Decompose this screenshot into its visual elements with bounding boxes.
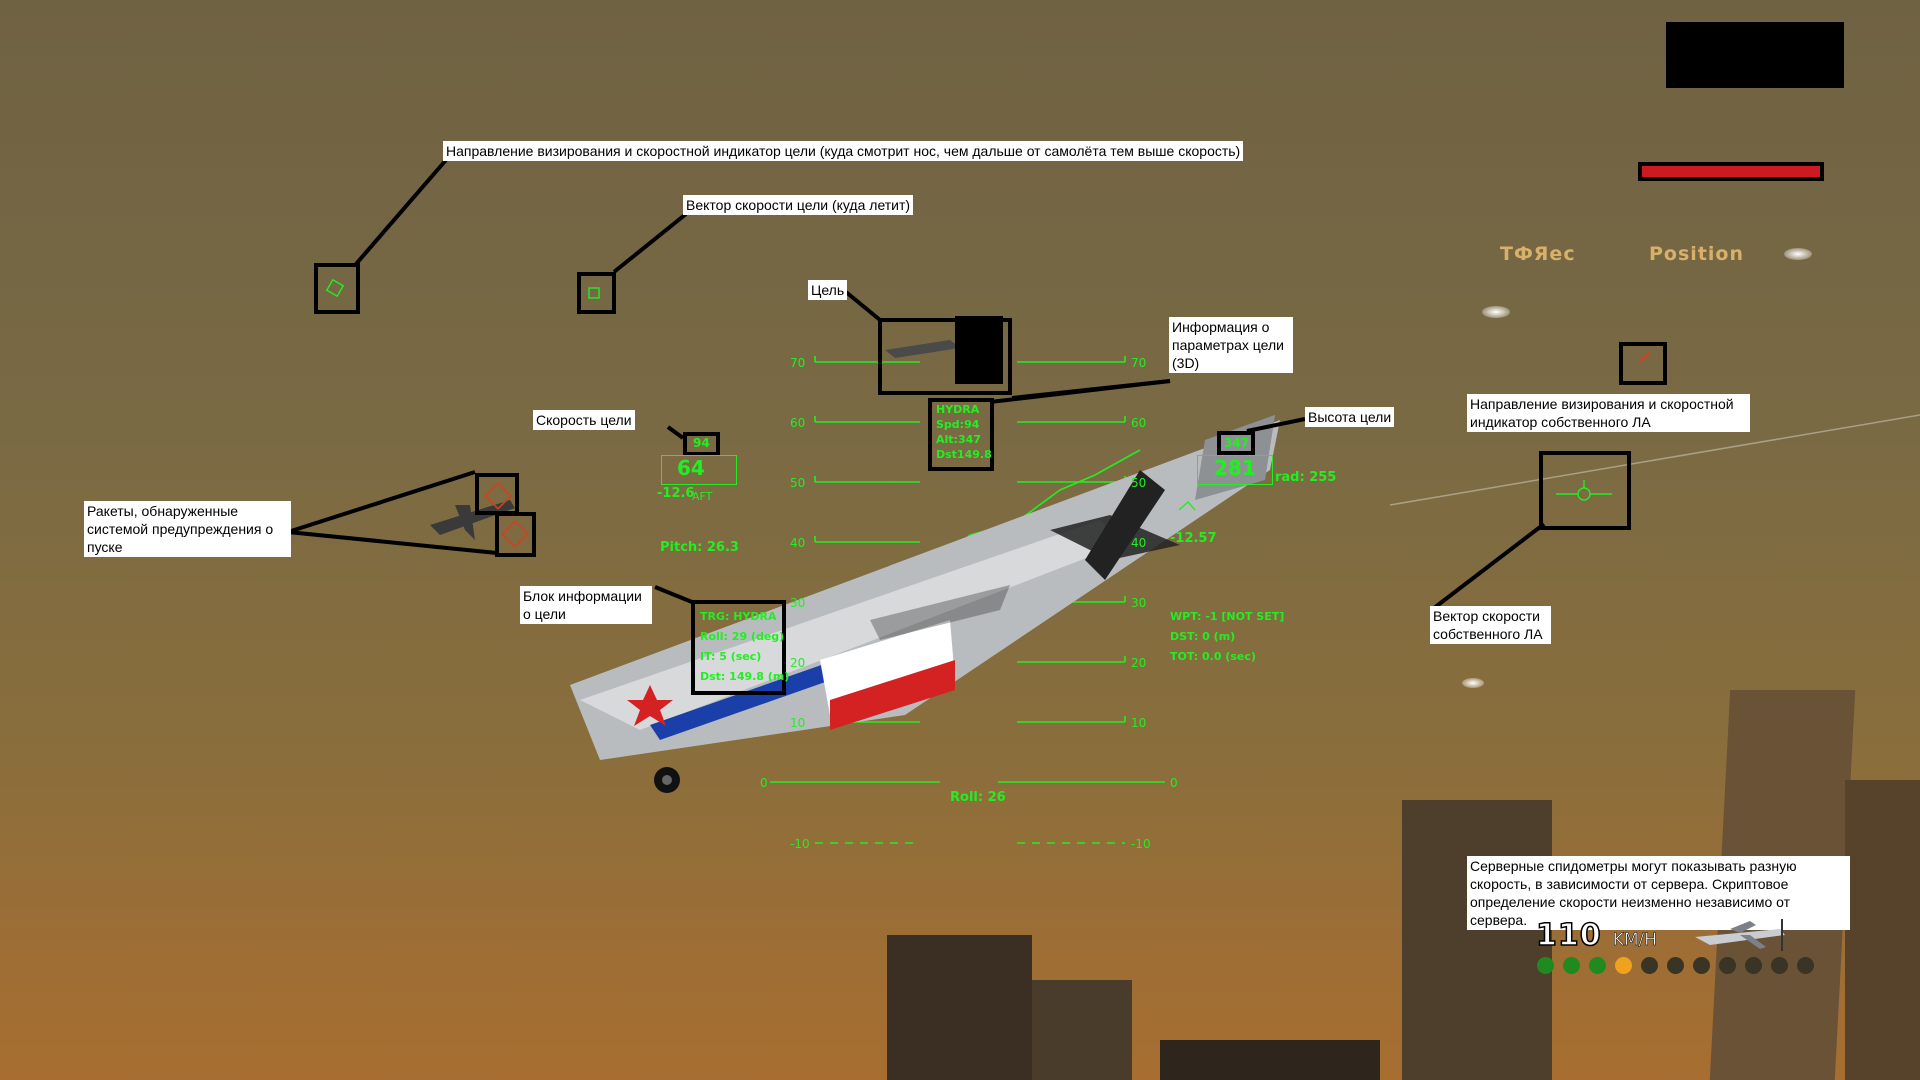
- target-3d-altitude: Alt:347: [936, 433, 981, 446]
- ladder-label-left: 50: [790, 476, 806, 490]
- target-speed-value: 94: [693, 436, 710, 450]
- waypoint-time: TOT: 0.0 (sec): [1170, 650, 1256, 663]
- light-flare: [1462, 678, 1484, 688]
- aft-label: AFT: [692, 490, 713, 503]
- roll-readout: Roll: 26: [950, 790, 1006, 805]
- missile-aircraft: [430, 500, 515, 540]
- ladder-label-left: 20: [790, 656, 806, 670]
- target-info-block: TRG: HYDRA Roll: 29 (deg) IT: 5 (sec) Ds…: [700, 607, 789, 687]
- note-target-params: Информация о параметрах цели (3D): [1169, 317, 1293, 373]
- speedometer-unit: KM/H: [1612, 930, 1658, 951]
- ladder-label-left: 30: [790, 596, 806, 610]
- ladder-label-left: 60: [790, 416, 806, 430]
- radar-altitude: rad: 255: [1275, 470, 1337, 485]
- target-info-time: IT: 5 (sec): [700, 650, 762, 663]
- indicator-dot: [1615, 957, 1632, 974]
- ladder-label-right: 70: [1131, 356, 1147, 370]
- target-3d-info: HYDRA Spd:94 Alt:347 Dst149.8: [936, 402, 992, 462]
- player-aircraft: [570, 415, 1280, 793]
- target-info-distance: Dst: 149.8 (m): [700, 670, 790, 683]
- waypoint-id: WPT: -1 [NOT SET]: [1170, 610, 1285, 623]
- own-altitude-value: 281: [1214, 456, 1256, 480]
- indicator-dot: [1797, 957, 1814, 974]
- target-redaction: [955, 316, 1003, 384]
- ladder-label-right: 50: [1131, 476, 1147, 490]
- ladder-label-left: 70: [790, 356, 806, 370]
- note-velocity-vector-target: Вектор скорости цели (куда летит): [683, 195, 914, 215]
- ladder-label-left: -10: [790, 837, 810, 851]
- ladder-label-right: 0: [1170, 776, 1178, 790]
- own-altitude-box: [1197, 455, 1273, 485]
- target-aircraft: [885, 340, 960, 358]
- ladder-label-right: 10: [1131, 716, 1147, 730]
- target-altitude-box: [1217, 431, 1255, 455]
- indicator-dot: [1667, 957, 1684, 974]
- annotation-connectors: [287, 158, 1546, 610]
- pitch-readout: Pitch: 26.3: [660, 540, 739, 555]
- missile-warning-box-2: [495, 512, 536, 557]
- note-own-velocity-vector: Вектор скорости собственного ЛА: [1430, 606, 1551, 644]
- hud-label-left: ТФЯес: [1500, 243, 1576, 265]
- target-3d-info-box: [928, 398, 994, 471]
- indicator-dot: [1563, 957, 1580, 974]
- ladder-label-right: 20: [1131, 656, 1147, 670]
- note-sight-direction-target: Направление визирования и скоростной инд…: [443, 141, 1244, 161]
- waypoint-info: WPT: -1 [NOT SET] DST: 0 (m) TOT: 0.0 (s…: [1170, 607, 1284, 667]
- target-info-block-box: [691, 600, 786, 695]
- sight-direction-target-box: [314, 263, 360, 314]
- ladder-label-right: 60: [1131, 416, 1147, 430]
- gear-indicators: [1537, 957, 1817, 977]
- indicator-dot: [1641, 957, 1658, 974]
- velocity-vector-target-box: [577, 272, 616, 314]
- target-box: [878, 318, 1012, 395]
- note-missiles-detected: Ракеты, обнаруженные системой предупрежд…: [84, 501, 291, 557]
- indicator-dot: [1537, 957, 1554, 974]
- ladder-label-right: -10: [1131, 837, 1151, 851]
- ladder-label-right: 40: [1131, 536, 1147, 550]
- target-3d-speed: Spd:94: [936, 418, 980, 431]
- light-flare: [1482, 306, 1510, 318]
- speedometer-plane-icon: [1695, 919, 1785, 951]
- indicator-dot: [1771, 957, 1788, 974]
- redacted-panel: [1666, 22, 1844, 88]
- ladder-label-left: 40: [790, 536, 806, 550]
- note-speedometer: Серверные спидометры могут показывать ра…: [1467, 856, 1850, 930]
- vertical-speed: -12.57: [1170, 531, 1217, 546]
- speedometer: 110 KM/H: [1535, 917, 1658, 958]
- speedometer-value: 110: [1535, 917, 1602, 954]
- own-speed-box: [661, 455, 737, 485]
- ladder-label-left: 10: [790, 716, 806, 730]
- indicator-dot: [1589, 957, 1606, 974]
- own-speed-sub: -12.6: [657, 486, 695, 501]
- indicator-dot: [1745, 957, 1762, 974]
- target-altitude-value: 347: [1224, 436, 1250, 450]
- note-target-speed: Скорость цели: [533, 410, 635, 430]
- target-info-roll: Roll: 29 (deg): [700, 630, 785, 643]
- hud-label-position: Position: [1649, 243, 1744, 265]
- missile-warning-box-1: [475, 473, 519, 515]
- own-sight-direction-box: [1619, 342, 1667, 385]
- note-own-sight-direction: Направление визирования и скоростной инд…: [1467, 394, 1750, 432]
- indicator-dot: [1693, 957, 1710, 974]
- own-speed-value: 64: [677, 456, 705, 480]
- target-3d-name: HYDRA: [936, 403, 980, 416]
- note-target-info-block: Блок информации о цели: [520, 586, 652, 624]
- light-flare: [1784, 248, 1812, 260]
- target-info-name: TRG: HYDRA: [700, 610, 777, 623]
- own-velocity-vector-box: [1539, 451, 1631, 530]
- waypoint-distance: DST: 0 (m): [1170, 630, 1236, 643]
- note-target: Цель: [808, 280, 848, 300]
- target-speed-box: [683, 432, 720, 456]
- ladder-label-left: 0: [760, 776, 768, 790]
- target-3d-distance: Dst149.8: [936, 448, 992, 461]
- ladder-label-right: 30: [1131, 596, 1147, 610]
- health-bar: [1638, 162, 1824, 181]
- indicator-dot: [1719, 957, 1736, 974]
- note-target-altitude: Высота цели: [1305, 407, 1395, 427]
